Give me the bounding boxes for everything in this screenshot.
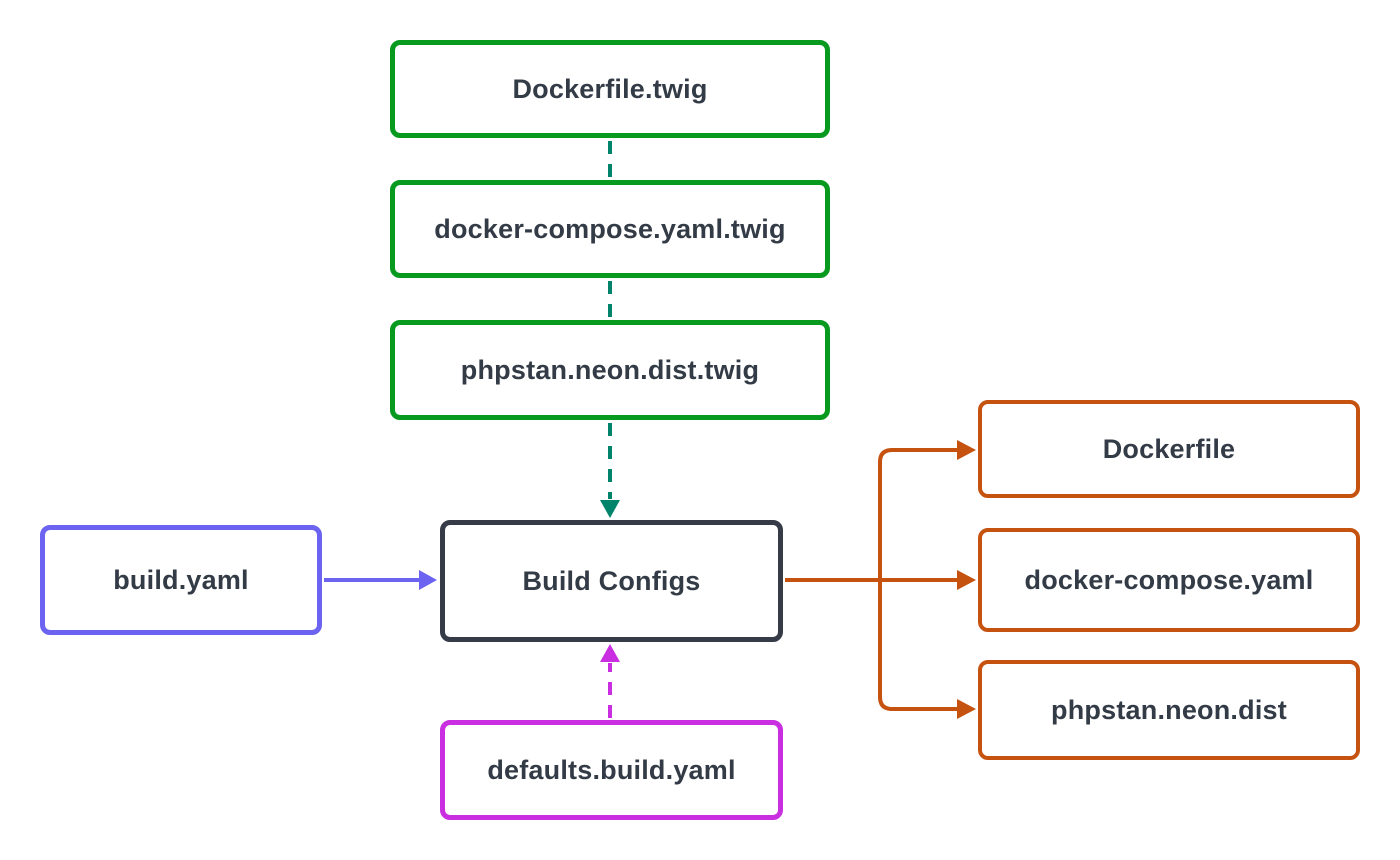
node-build-yaml-label: build.yaml (113, 564, 249, 595)
arrowhead-teal-down-icon (600, 500, 620, 518)
node-defaults-build-yaml: defaults.build.yaml (440, 720, 783, 820)
node-docker-compose-twig: docker-compose.yaml.twig (390, 180, 830, 278)
edge-build-configs-to-dockerfile (878, 448, 958, 580)
arrowhead-orange-top-icon (957, 440, 976, 460)
arrowhead-orange-middle-icon (957, 570, 976, 590)
node-build-configs: Build Configs (440, 520, 783, 642)
node-build-yaml: build.yaml (40, 525, 322, 635)
node-docker-compose-yaml: docker-compose.yaml (978, 528, 1360, 632)
arrowhead-blue-right-icon (419, 570, 437, 590)
node-phpstan-twig-label: phpstan.neon.dist.twig (460, 354, 760, 385)
node-phpstan-twig: phpstan.neon.dist.twig (390, 320, 830, 420)
edge-build-configs-to-phpstan-neon-dist (878, 580, 958, 711)
node-dockerfile-label: Dockerfile (1102, 433, 1236, 464)
node-build-configs-label: Build Configs (522, 565, 701, 596)
node-docker-compose-twig-label: docker-compose.yaml.twig (434, 213, 786, 244)
arrowhead-orange-bottom-icon (957, 699, 976, 719)
node-dockerfile-twig: Dockerfile.twig (390, 40, 830, 138)
node-dockerfile: Dockerfile (978, 400, 1360, 498)
node-docker-compose-yaml-label: docker-compose.yaml (1024, 564, 1314, 595)
arrowhead-magenta-up-icon (600, 644, 620, 662)
node-phpstan-neon-dist: phpstan.neon.dist (978, 660, 1360, 760)
node-phpstan-neon-dist-label: phpstan.neon.dist (1051, 694, 1287, 725)
node-dockerfile-twig-label: Dockerfile.twig (512, 73, 708, 104)
node-defaults-build-yaml-label: defaults.build.yaml (487, 754, 736, 785)
